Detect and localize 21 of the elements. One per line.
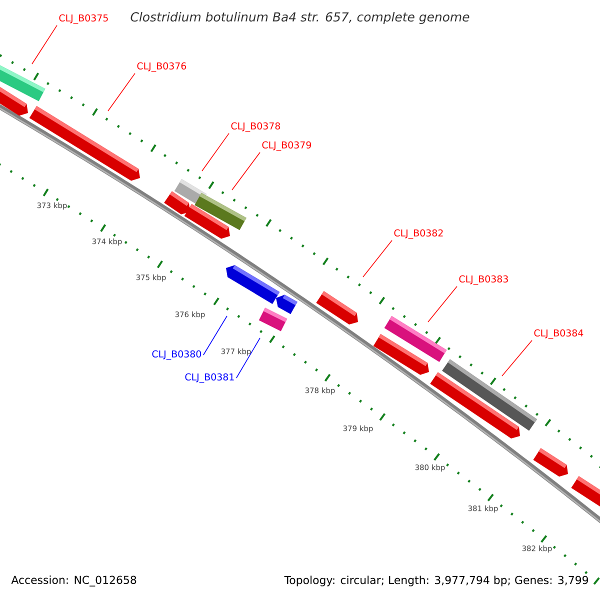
gene-label: CLJ_B0384 xyxy=(534,329,584,339)
gene-label: CLJ_B0383 xyxy=(459,275,508,285)
gene-label: CLJ_B0378 xyxy=(231,122,280,132)
leader-line xyxy=(202,316,228,356)
genome-info-text: Topology: circular; Length: 3,977,794 bp; Genes: 3,799 xyxy=(284,576,588,586)
gene-label: CLJ_B0375 xyxy=(59,14,108,24)
gene-label: CLJ_B0380 xyxy=(152,350,202,360)
accession-text: Accession: NC_012658 xyxy=(11,576,136,586)
title: Clostridium botulinum Ba4 str. 657, complete genome xyxy=(130,12,470,24)
gene-label: CLJ_B0379 xyxy=(262,141,312,151)
leader-line xyxy=(236,338,260,378)
leader-line xyxy=(428,286,458,322)
leader-line xyxy=(232,152,260,190)
leader-line xyxy=(362,240,392,278)
leader-line xyxy=(502,340,532,376)
gene-label: CLJ_B0381 xyxy=(185,373,234,383)
leader-line xyxy=(32,24,58,64)
leader-line xyxy=(108,72,136,112)
gene-label: CLJ_B0382 xyxy=(394,229,443,239)
gene-label: CLJ_B0376 xyxy=(137,62,186,72)
leader-line xyxy=(202,132,230,172)
